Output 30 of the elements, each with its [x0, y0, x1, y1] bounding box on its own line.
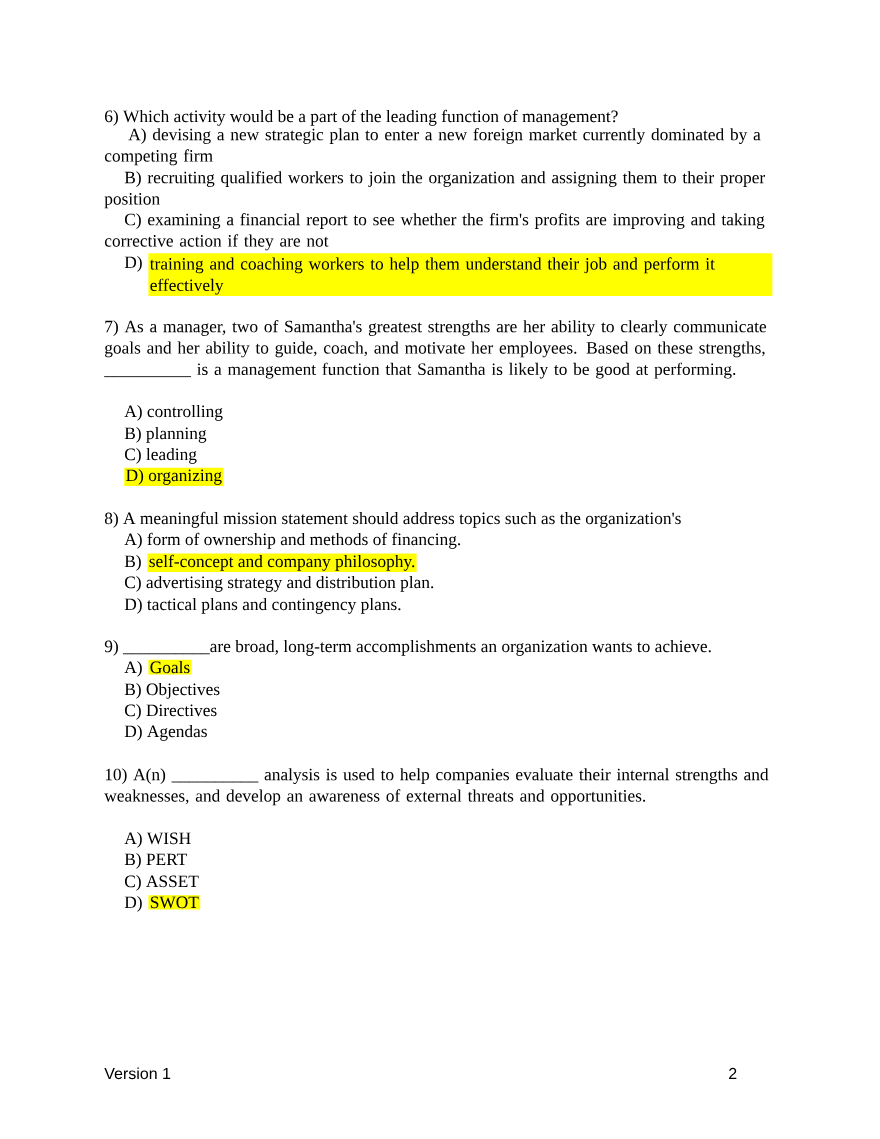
highlighted-answer: training and coaching workers to help them understand their job and perform it effectively — [148, 253, 773, 296]
page-number: 2 — [729, 1067, 737, 1079]
answer-option: D) tactical plans and contingency plans. — [124, 598, 401, 614]
answer-option: B) recruiting qualified workers to join the organization and assigning them to their proper position — [104, 171, 766, 209]
question-text: 6) Which activity would be a part of the leading function of management? — [105, 109, 618, 126]
answer-option: A) devising a new strategic plan to enter a new foreign market currently dominated by a competing firm — [104, 128, 761, 166]
answer-option: C) ASSET — [125, 875, 199, 891]
question-text: 7) As a manager, two of Samantha's greatest strengths are her ability to clearly communicate goals and her ability to guide, coach, and motivate her employees. Based on these strengths, __________ is a management function that Samantha is likely to be good at performing. — [104, 320, 767, 379]
answer-option: A) controlling — [124, 405, 223, 421]
answer-option: C) Directives — [125, 704, 217, 720]
answer-option: B) — [124, 555, 141, 571]
answer-option: A) WISH — [124, 832, 191, 848]
footer-text: Version 1 — [104, 1067, 171, 1080]
highlighted-answer: Goals — [148, 659, 192, 675]
answer-option: A) — [124, 661, 142, 677]
answer-option: D) Agendas — [124, 725, 207, 741]
answer-option: C) advertising strategy and distribution plan. — [125, 576, 434, 592]
answer-option: B) planning — [124, 427, 207, 443]
answer-option: D) — [124, 256, 142, 272]
question-text: 8) A meaningful mission statement should address topics such as the organization's — [104, 511, 681, 528]
answer-option: A) form of ownership and methods of financing. — [124, 532, 461, 549]
answer-option: B) Objectives — [124, 683, 220, 699]
answer-option: C) leading — [125, 448, 197, 464]
answer-option: B) PERT — [124, 853, 187, 869]
highlighted-answer: D) organizing — [124, 467, 224, 487]
highlighted-answer: self-concept and company philosophy. — [147, 553, 417, 573]
question-text: 9) __________are broad, long-term accomplishments an organization wants to achieve. — [104, 640, 711, 656]
answer-option: D) — [124, 896, 142, 912]
question-text: 10) A(n) __________ analysis is used to help companies evaluate their internal strengths and weaknesses, and develop an awareness of external threats and opportunities. — [104, 768, 769, 806]
highlighted-answer: SWOT — [148, 895, 201, 910]
